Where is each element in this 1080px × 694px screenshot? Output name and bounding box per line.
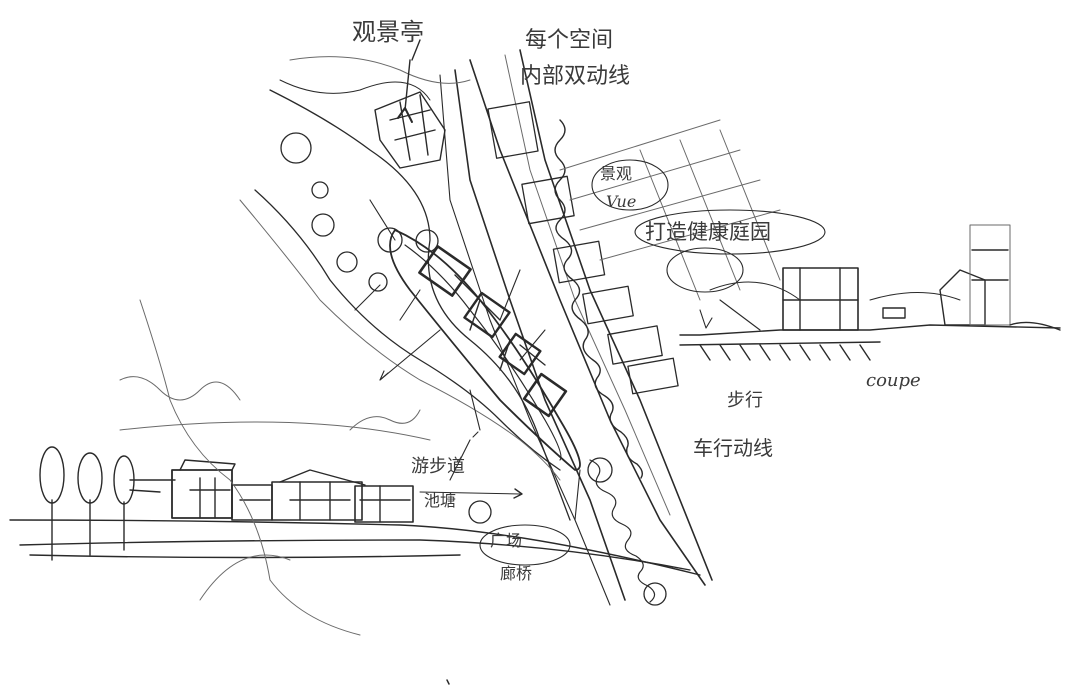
main-corridor — [439, 49, 713, 606]
label-vue: Vue — [606, 192, 637, 211]
label-coupe: coupe — [866, 370, 921, 391]
label-bridge: 廊桥 — [500, 564, 533, 583]
pavilion-sketch — [374, 39, 446, 169]
road-blocks — [487, 101, 679, 395]
label-every-space: 每个空间 — [525, 28, 614, 53]
landscape-band — [239, 56, 571, 521]
label-view: 景观 — [600, 164, 633, 183]
label-pavilion: 观景亭 — [352, 18, 424, 46]
pencil-mark — [446, 679, 450, 685]
site-grid — [559, 119, 781, 301]
label-internal-flow: 内部双动线 — [520, 64, 631, 89]
elevation-sketch — [9, 446, 701, 576]
flow-arrows — [354, 199, 761, 521]
label-tourist-path: 游步道 — [411, 456, 465, 477]
building-capsule — [389, 229, 581, 471]
annotation-bubbles — [479, 159, 826, 566]
label-walk: 步行 — [727, 390, 763, 411]
label-wellness-garden: 打造健康庭园 — [645, 220, 771, 244]
trees — [280, 132, 667, 606]
river-edge — [554, 119, 644, 479]
label-plaza: 广场 — [490, 531, 523, 550]
label-pond: 池塘 — [424, 491, 457, 510]
section-sketch — [679, 224, 1061, 361]
meandering-lines — [119, 299, 431, 636]
label-vehicle-flow: 车行动线 — [693, 436, 773, 460]
river-edge-outer — [589, 459, 656, 603]
